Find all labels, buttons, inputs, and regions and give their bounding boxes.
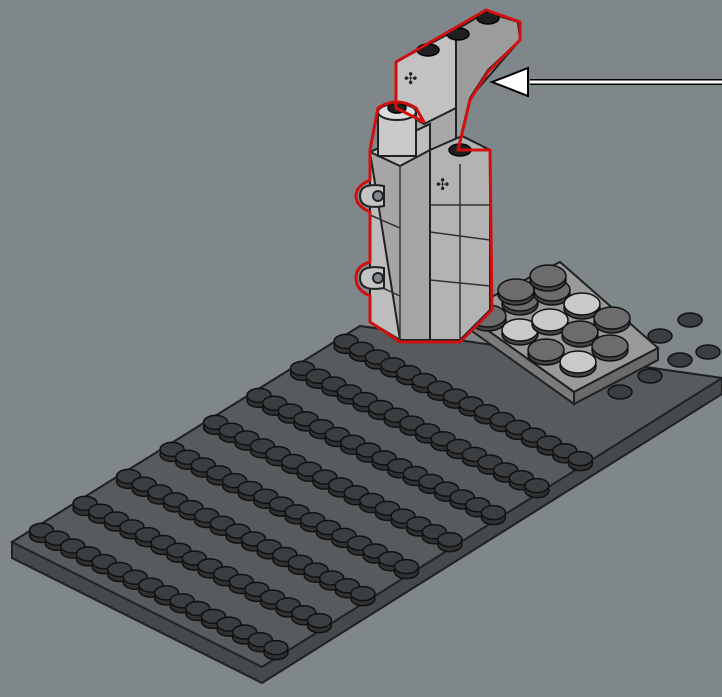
baseplate-stud	[668, 353, 692, 367]
round-tile-top	[560, 351, 596, 373]
baseplate-stud-top	[351, 587, 375, 601]
baseplate-stud-top	[307, 614, 331, 628]
baseplate-stud	[608, 385, 632, 399]
baseplate-stud-top	[264, 641, 288, 655]
axle-hole-icon: ✣	[404, 69, 417, 88]
round-tile-top	[562, 321, 598, 343]
axle-hole-icon: ✣	[436, 175, 449, 194]
baseplate-stud-top	[525, 479, 549, 493]
round-tile-top	[592, 335, 628, 357]
round-tile-top	[594, 307, 630, 329]
baseplate-stud	[638, 369, 662, 383]
round-tile-top	[530, 265, 566, 287]
round-tile-top	[498, 279, 534, 301]
baseplate-stud	[696, 345, 720, 359]
baseplate-stud-top	[394, 560, 418, 574]
baseplate-stud-top	[568, 452, 592, 466]
baseplate-stud-top	[481, 506, 505, 520]
baseplate-stud	[648, 329, 672, 343]
round-tile-top	[528, 339, 564, 361]
round-tile-top	[564, 293, 600, 315]
round-brick-top	[378, 103, 416, 156]
baseplate-stud	[678, 313, 702, 327]
baseplate-stud-top	[438, 533, 462, 547]
